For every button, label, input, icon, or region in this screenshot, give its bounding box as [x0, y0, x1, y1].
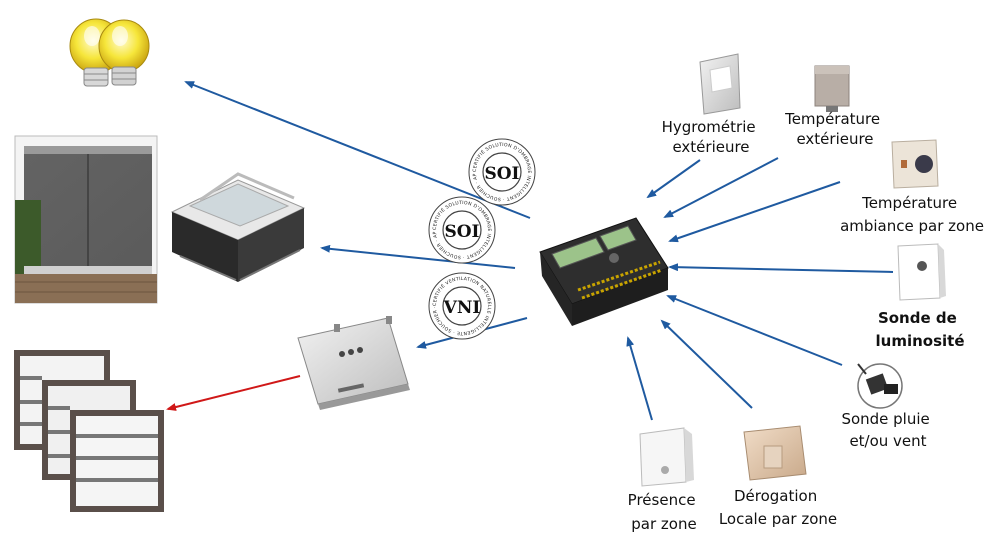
- central-controller-icon: [539, 217, 669, 326]
- light-bulbs-icon: [69, 18, 150, 87]
- arrow-from-temp-ext: [663, 157, 779, 218]
- actuator-box-icon: [297, 316, 410, 410]
- seal-title: VNI: [443, 298, 481, 318]
- window-blind-photo: [14, 135, 158, 304]
- hygrometrie-sensor-icon: [699, 53, 741, 115]
- arrow-to-lighting: [184, 81, 531, 219]
- label-presence: Présence par zone: [628, 491, 701, 533]
- seal-title: SOI: [444, 222, 479, 242]
- arrow-from-luminosite: [668, 263, 894, 273]
- label-temp-ext: Température extérieure: [784, 110, 885, 148]
- arrow-from-hygrometrie: [646, 159, 701, 199]
- label-luminosite: Sonde de luminosité: [876, 309, 965, 350]
- seal-title: SOI: [484, 164, 519, 184]
- presence-sensor-icon: [639, 427, 694, 487]
- luminosite-sensor-icon: [897, 243, 946, 301]
- arrow-to-louvres: [166, 375, 301, 411]
- label-derogation: Dérogation Locale par zone: [719, 487, 837, 528]
- label-temp-zone: Température ambiance par zone: [840, 194, 984, 235]
- arrow-from-presence: [626, 336, 653, 421]
- arrow-from-derogation: [660, 319, 753, 409]
- label-hygrometrie: Hygrométrie extérieure: [662, 118, 761, 156]
- arrow-from-temp-zone: [668, 181, 841, 243]
- arrow-to-skylight: [320, 244, 516, 269]
- label-pluie-vent: Sonde pluie et/ou vent: [841, 410, 934, 450]
- pluie-vent-sensor-icon: [857, 363, 903, 409]
- arrow-from-pluie-vent: [666, 295, 843, 366]
- skylight-icon: [170, 172, 306, 282]
- derogation-sensor-icon: [743, 425, 807, 481]
- louvres-icon: [14, 350, 164, 512]
- temp-zone-sensor-icon: [891, 139, 939, 189]
- temp-ext-sensor-icon: [814, 65, 850, 112]
